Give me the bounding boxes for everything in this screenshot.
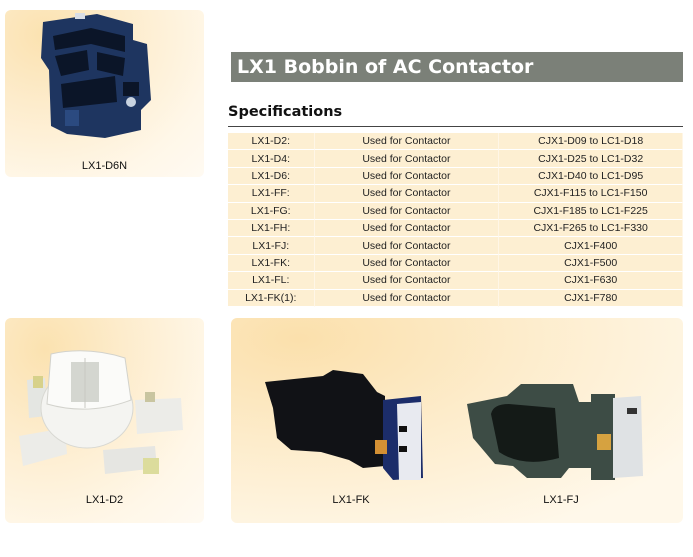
table-row: LX1-FG: Used for Contactor CJX1-F185 to … (228, 202, 683, 220)
usage-cell: Used for Contactor (314, 167, 500, 186)
section-heading-specifications: Specifications (228, 104, 683, 127)
table-row: LX1-FL: Used for Contactor CJX1-F630 (228, 272, 683, 290)
model-cell: LX1-D6: (228, 167, 315, 186)
table-row: LX1-FJ: Used for Contactor CJX1-F400 (228, 237, 683, 255)
model-cell: LX1-FJ: (228, 237, 315, 255)
model-cell: LX1-FH: (228, 219, 315, 238)
page-title: LX1 Bobbin of AC Contactor (231, 52, 683, 82)
usage-cell: Used for Contactor (314, 150, 500, 168)
product-caption: LX1-FJ (543, 494, 579, 506)
specifications-table: LX1-D2: Used for Contactor CJX1-D09 to L… (228, 133, 683, 307)
model-cell: LX1-D2: (228, 133, 315, 151)
range-cell: CJX1-F500 (499, 254, 683, 273)
table-row: LX1-D6: Used for Contactor CJX1-D40 to L… (228, 167, 683, 186)
white-coil-bobbin-image (19, 350, 183, 474)
blue-bobbin-image (41, 13, 151, 138)
usage-cell: Used for Contactor (314, 254, 500, 273)
table-row: LX1-FF: Used for Contactor CJX1-F115 to … (228, 185, 683, 203)
usage-cell: Used for Contactor (314, 272, 500, 290)
range-cell: CJX1-F115 to LC1-F150 (499, 185, 683, 203)
range-cell: CJX1-F265 to LC1-F330 (499, 219, 683, 238)
usage-cell: Used for Contactor (314, 219, 500, 238)
table-row: LX1-D2: Used for Contactor CJX1-D09 to L… (228, 133, 683, 151)
table-row: LX1-FH: Used for Contactor CJX1-F265 to … (228, 219, 683, 238)
model-cell: LX1-FL: (228, 272, 315, 290)
product-caption: LX1-FK (332, 494, 370, 506)
model-cell: LX1-FK(1): (228, 289, 315, 307)
table-row: LX1-FK: Used for Contactor CJX1-F500 (228, 254, 683, 273)
product-panel-lx1-d6n: LX1-D6N (5, 10, 204, 177)
table-row: LX1-D4: Used for Contactor CJX1-D25 to L… (228, 150, 683, 168)
model-cell: LX1-FF: (228, 185, 315, 203)
usage-cell: Used for Contactor (314, 133, 500, 151)
product-caption: LX1-D2 (85, 494, 124, 506)
range-cell: CJX1-F630 (499, 272, 683, 290)
range-cell: CJX1-D09 to LC1-D18 (499, 133, 683, 151)
black-bobbin-image (265, 370, 423, 480)
usage-cell: Used for Contactor (314, 289, 500, 307)
range-cell: CJX1-D25 to LC1-D32 (499, 150, 683, 168)
model-cell: LX1-D4: (228, 150, 315, 168)
range-cell: CJX1-F780 (499, 289, 683, 307)
usage-cell: Used for Contactor (314, 202, 500, 220)
range-cell: CJX1-F400 (499, 237, 683, 255)
table-row: LX1-FK(1): Used for Contactor CJX1-F780 (228, 289, 683, 307)
range-cell: CJX1-F185 to LC1-F225 (499, 202, 683, 220)
dark-green-bobbin-image (467, 384, 643, 480)
product-caption: LX1-D6N (81, 160, 128, 172)
range-cell: CJX1-D40 to LC1-D95 (499, 167, 683, 186)
usage-cell: Used for Contactor (314, 237, 500, 255)
product-panel-lx1-fk-fj: LX1-FK LX1-FJ (231, 318, 683, 523)
model-cell: LX1-FK: (228, 254, 315, 273)
usage-cell: Used for Contactor (314, 185, 500, 203)
product-panel-lx1-d2: LX1-D2 (5, 318, 204, 523)
model-cell: LX1-FG: (228, 202, 315, 220)
